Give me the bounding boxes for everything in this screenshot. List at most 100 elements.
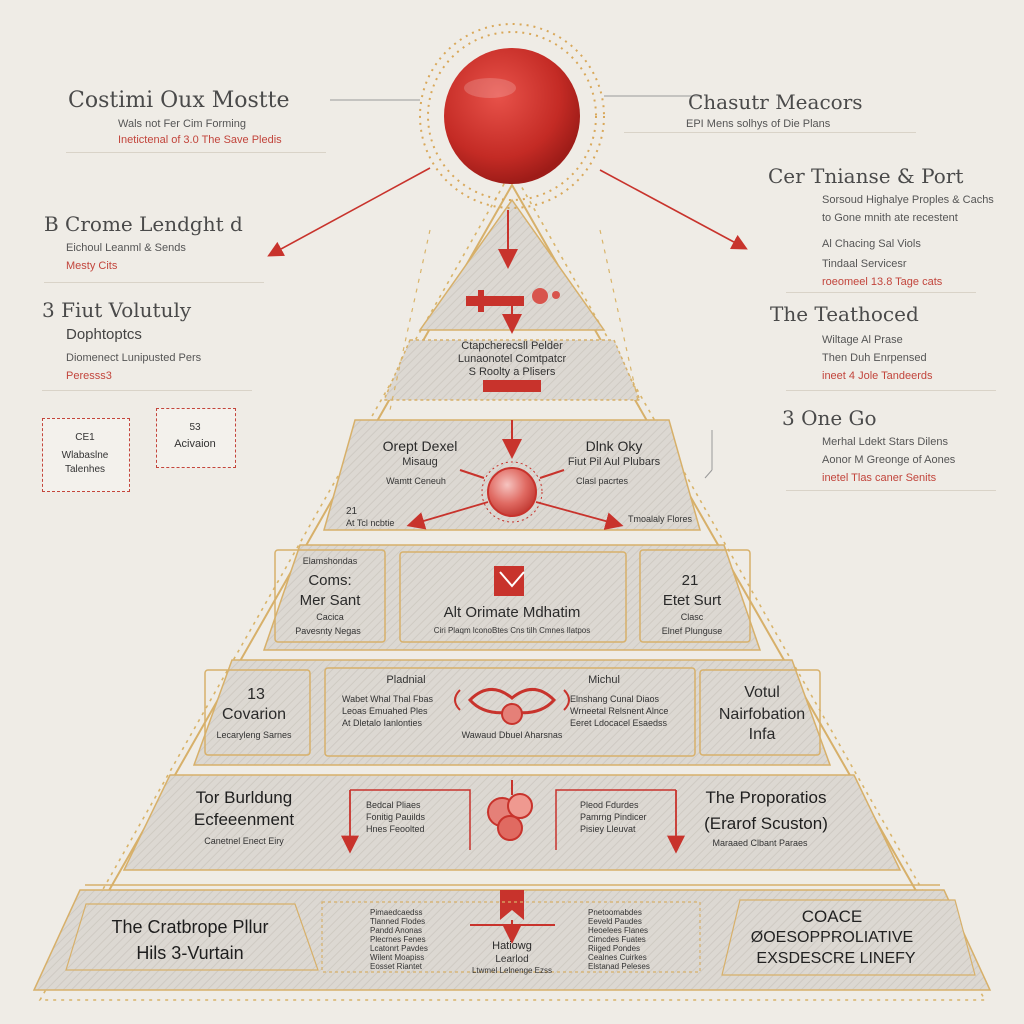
tier6-center-left-item-6: Wilent Moapiss	[370, 953, 425, 962]
tier6-right-line-1: COACE	[801, 907, 863, 926]
tier6-right-line-2: ØOESOPPROLIATIVE	[750, 929, 914, 946]
left-block-2-line-1: Diomenect Lunipusted Pers	[66, 352, 202, 364]
tier4-right-title-1: Votul	[744, 684, 780, 701]
tier5-center-right-item-2: Pamrng Pindicer	[580, 812, 647, 822]
right-block-2-divider	[786, 390, 996, 391]
top-left-line-2: Inetictenal of 3.0 The Save Pledis	[118, 134, 282, 146]
left-small-box-1-line-2: Wlabaslne	[61, 450, 109, 461]
top-right-line-1: EPI Mens solhys of Die Plans	[686, 118, 831, 130]
tier1-line-1: Ctapcherecsll Pelder	[461, 340, 563, 352]
tier3-right-small-2: Elnef Plunguse	[661, 626, 723, 636]
tier2-left-title-1: Orept Dexel	[382, 438, 458, 454]
tier4-center-label-right: Michul	[588, 674, 620, 686]
tier6-center-right-item-5: Riiged Pondes	[588, 944, 641, 953]
tier2-right-small: Clasl pacrtes	[575, 476, 629, 486]
tier6-center-right-item-1: Pnetoomabdes	[588, 908, 642, 917]
tier5-left-title-1: Tor Burldung	[195, 788, 293, 807]
right-block-1-title: Cer Tnianse & Port	[768, 164, 964, 188]
left-block-1-divider	[44, 282, 264, 283]
tier3-right-title-1: 21	[681, 572, 699, 589]
right-block-3-item-2: Aonor M Greonge of Aones	[822, 454, 956, 466]
tier3-left-title-1: Coms:	[308, 572, 352, 589]
tier6-center-left-item-5: Lcatonrt Pavdes	[370, 944, 428, 953]
top-right-title: Chasutr Meacors	[688, 90, 863, 114]
top-left-title: Costimi Oux Mostte	[68, 88, 290, 113]
tier5-center-left-item-1: Bedcal Pliaes	[366, 800, 421, 810]
tier4-left-small: Lecaryleng Sarnes	[216, 730, 292, 740]
right-block-2-title: The Teathoced	[770, 302, 919, 326]
tier6-center-left-item-7: Eosset Riantet	[370, 962, 423, 971]
right-block-1-footer: roeomeel 13.8 Tage cats	[822, 276, 943, 288]
right-block-2-footer: ineet 4 Jole Tandeerds	[822, 370, 933, 382]
left-block-1-title: B Crome Lendght d	[44, 212, 243, 236]
left-small-box-2-line-2: Acivaion	[174, 438, 216, 450]
tier4-center-label-left: Pladnial	[386, 674, 426, 686]
tier3-left-small-top: Elamshondas	[302, 556, 358, 566]
tier4-left-title-1: 13	[247, 686, 265, 703]
tier6-right-line-3: EXSDESCRE LINEFY	[756, 950, 916, 967]
tier4-right-title-3: Infa	[748, 726, 776, 743]
tier4-center-right-item-3: Eeret Ldocacel Esaedss	[570, 718, 668, 728]
tier2-left-corner-1: 21	[346, 506, 358, 517]
right-block-3-divider	[786, 490, 996, 491]
right-block-1-item-2: to Gone mnith ate recestent	[822, 212, 958, 224]
right-block-1-item-3: Al Chacing Sal Viols	[822, 238, 921, 250]
tier5-center-left-item-2: Fonitig Pauilds	[366, 812, 426, 822]
tier3-left-small-1: Cacica	[316, 612, 344, 622]
tier5-right-title-2: (Erarof Scuston)	[704, 814, 828, 833]
tier6-left-title-2: Hils 3-Vurtain	[136, 943, 244, 963]
tier4-center-left-item-2: Leoas Emuahed Ples	[342, 706, 428, 716]
tier6-center-right-item-3: Heoelees Flanes	[588, 926, 649, 935]
tier6-center-right-item-7: Elstanad Peleses	[588, 962, 650, 971]
top-left-line-1: Wals not Fer Cim Forming	[118, 118, 246, 130]
tier2-right-title-2: Fiut Pil Aul Plubars	[567, 456, 661, 468]
tier6-center-small: Ltwmel Lelnenge Ezss	[471, 966, 553, 975]
tier4-center-left-item-3: At Dletalo Ianlonties	[342, 718, 423, 728]
top-left-divider	[66, 152, 326, 153]
tier6-center-left-item-1: Pimaedcaedss	[370, 908, 423, 917]
tier6-center-left-item-4: Plecrnes Fenes	[370, 935, 426, 944]
left-small-box-2-line-1: 53	[189, 422, 201, 433]
tier6-center-right-item-6: Cealnes Cuirkes	[588, 953, 647, 962]
right-block-3-footer: inetel Tlas caner Senits	[822, 472, 937, 484]
left-small-box-1	[42, 418, 130, 492]
left-block-2-subtitle: Dophtoptcs	[66, 326, 142, 343]
tier5-right-title-1: The Proporatios	[705, 788, 827, 807]
tier4-left-title-2: Covarion	[221, 706, 287, 723]
tier3-left-title-2: Mer Sant	[299, 592, 361, 609]
tier5-center-right-item-3: Pisiey Lleuvat	[580, 824, 636, 834]
left-block-2-line-2: Peresss3	[66, 370, 112, 382]
left-block-2-divider	[42, 390, 252, 391]
tier6-center-left-item-3: Pandd Anonas	[370, 926, 423, 935]
right-block-3-item-1: Merhal Ldekt Stars Dilens	[822, 436, 948, 448]
tier5-right-small: Maraaed Clbant Paraes	[712, 838, 808, 848]
tier6-center-left-item-2: Tlanned Flodes	[370, 917, 426, 926]
right-block-2-item-2: Then Duh Enrpensed	[822, 352, 927, 364]
right-block-3-title: 3 One Go	[782, 406, 877, 430]
tier6-center-right-item-4: Cimcdes Fuates	[588, 935, 646, 944]
tier4-center-right-item-2: Wrneetal Relsnent Alnce	[570, 706, 669, 716]
tier4-center-left-item-1: Wabet Whal Thal Fbas	[342, 694, 434, 704]
left-block-1-line-1: Eichoul Leanml & Sends	[66, 242, 186, 254]
tier6-center-title-2: Learlod	[495, 954, 529, 965]
tier2-left-corner-2: At Tcl ncbtie	[346, 518, 395, 528]
tier6-center-right-item-2: Eeveld Paudes	[588, 917, 642, 926]
left-block-2-title: 3 Fiut Volutuly	[42, 298, 192, 322]
tier1-line-3: S Roolty a Plisers	[468, 366, 556, 378]
tier5-left-small: Canetnel Enect Eiry	[204, 836, 284, 846]
tier3-center-small: Ciri Plaqm lconoBtes Cns tilh Cmnes Ilat…	[433, 626, 591, 635]
tier3-right-small-1: Clasc	[680, 612, 704, 622]
tier6-center-title-1: Hatiowg	[492, 940, 532, 952]
tier4-center-small: Wawaud Dbuel Aharsnas	[461, 730, 563, 740]
top-right-divider	[624, 132, 916, 133]
tier5-center-right-item-1: Pleod Fdurdes	[580, 800, 639, 810]
tier3-center-title: Alt Orimate Mdhatim	[443, 604, 581, 621]
right-block-2-item-1: Wiltage Al Prase	[822, 334, 903, 346]
tier3-right-title-2: Etet Surt	[662, 592, 722, 609]
right-block-1-divider	[786, 292, 976, 293]
right-block-1-item-4: Tindaal Servicesr	[822, 258, 907, 270]
tier2-right-corner: Tmoalaly Flores	[628, 514, 693, 524]
tier1-line-2: Lunaonotel Comtpatcr	[457, 353, 567, 365]
